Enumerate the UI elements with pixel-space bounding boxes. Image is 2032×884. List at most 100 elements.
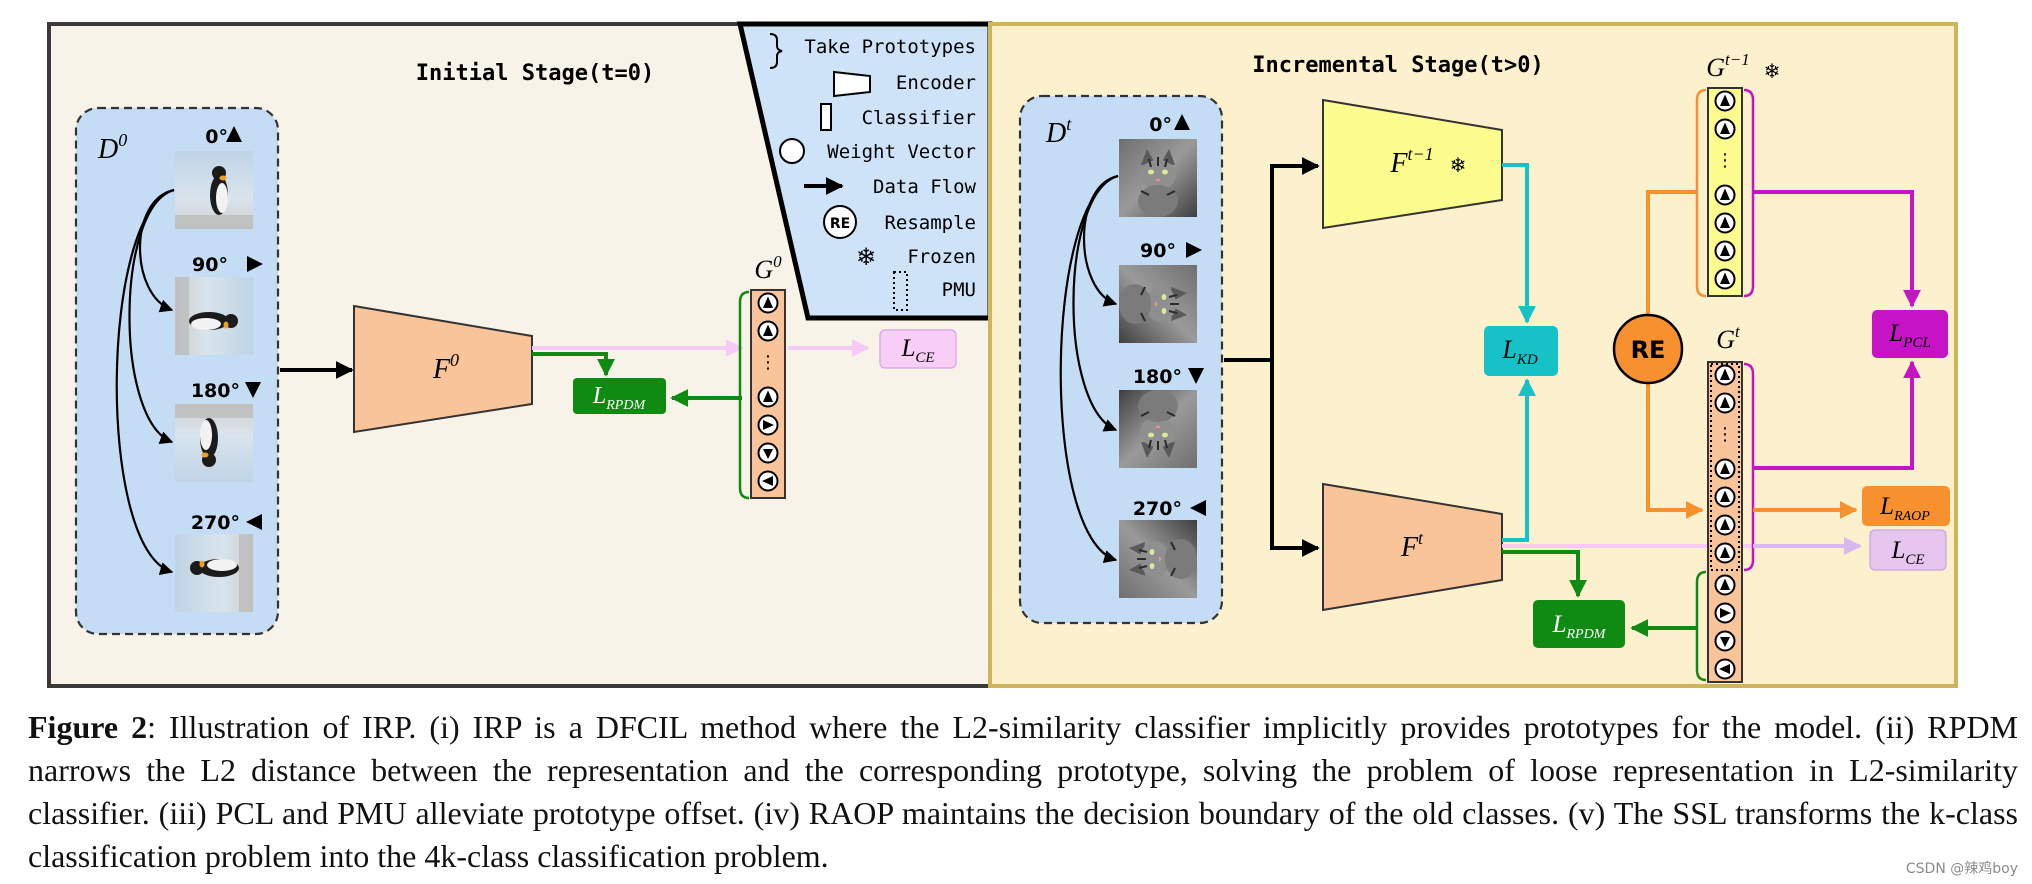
weight-vector-icon [1714,184,1736,206]
initial-stage-title: Initial Stage(t=0) [416,61,654,86]
loss-ce-label: LCE [900,335,934,366]
rotation-left-icon [246,514,262,530]
resample-flow-arrow [1646,380,1704,519]
resample-flow [1646,190,1697,318]
weight-vector-icon [1714,458,1736,480]
rotation-label: 270° [191,512,240,534]
brace-icon [769,33,783,69]
penguin-image-180 [175,404,253,482]
loss-kd-label: LKD [1501,335,1537,368]
weight-vector-icon [757,414,779,436]
caption-text: : Illustration of IRP. (i) IRP is a DFCI… [28,709,2019,874]
cat-image-180 [1118,389,1198,469]
weight-vector-icon [1714,658,1736,680]
legend-label: Resample [884,212,976,234]
legend-label: PMU [942,279,976,301]
resample-node: RE [1612,313,1684,385]
take-prototypes-brace [738,290,750,500]
pcl-flow-arrow [1753,360,1921,470]
augment-arrow [1059,174,1119,563]
snowflake-icon: ❄ [856,243,876,271]
loss-raop: LRAOP [1862,486,1950,526]
loss-ce-initial: LCE [879,329,957,369]
classifier-g0-label: G0 [754,252,782,284]
rotation-up-icon [1174,114,1190,130]
legend: Take Prototypes Encoder Classifier Weigh… [736,21,993,321]
dataset-d0-label: D0 [97,130,127,165]
data-flow-arrow [1270,360,1320,557]
weight-vector-icon [1714,392,1736,414]
encoder-ft: Ft [1322,482,1503,612]
classifier-icon [820,103,832,131]
legend-label: Weight Vector [827,141,976,163]
weight-vector-icon [1714,364,1736,386]
weight-vector-icon [757,292,779,314]
rpdm-flow-arrow [532,352,615,377]
loss-rpdm-label: LRPDM [1552,611,1607,642]
dataset-d0: D0 0° 90° 180° 270° [74,106,280,636]
take-prototypes-brace [1695,570,1707,682]
encoder-ft-label: Ft [1400,528,1424,563]
irp-diagram: Initial Stage(t=0) D0 0° 90° 180° 270° F… [47,21,1958,688]
weight-vector-icon [1714,514,1736,536]
loss-rpdm-label: LRPDM [592,383,647,413]
svg-text:⋮: ⋮ [1716,424,1734,445]
classifier-gt-1-label: Gt−1 [1706,50,1749,82]
loss-rpdm-incremental: LRPDM [1533,600,1625,648]
rotation-up-icon [226,126,242,142]
weight-vector-icon [1714,118,1736,140]
caption-label: Figure 2 [28,709,148,745]
penguin-image-270 [175,534,253,612]
classifier-gt: Gt ⋮ [1695,322,1755,683]
rotation-down-icon [1188,368,1204,384]
weight-vector-icon [1714,602,1736,624]
rpdm-flow-arrow [1502,550,1587,598]
rotation-label: 180° [191,380,240,402]
incremental-stage-title: Incremental Stage(t>0) [1252,53,1543,78]
encoder-ft-1-label: Ft−1 [1389,144,1433,179]
classifier-gt-label: Gt [1716,322,1741,354]
dataset-dt: Dt 0° 90° 180° 270° [1018,94,1224,625]
weight-vector-icon [757,470,779,492]
weight-vector-icon [757,442,779,464]
pmu-region [1710,363,1740,571]
svg-text:RE: RE [830,216,850,232]
cat-image-270 [1118,519,1198,599]
cat-image-90 [1118,264,1198,344]
snowflake-icon: ❄ [1450,153,1467,177]
watermark: CSDN @辣鸡boy [1905,861,2018,877]
rotation-right-icon [1186,242,1202,258]
dataset-dt-label: Dt [1045,114,1072,149]
loss-kd: LKD [1484,326,1558,376]
legend-label: Take Prototypes [804,36,976,58]
loss-ce-incremental: LCE [1869,529,1947,571]
snowflake-icon: ❄ [1764,59,1781,83]
rotation-right-icon [247,256,263,272]
rotation-left-icon [1190,500,1206,516]
augment-arrow [115,188,175,575]
loss-ce-label: LCE [1890,537,1924,568]
figure-caption: Figure 2: Illustration of IRP. (i) IRP i… [28,706,2018,878]
weight-vector-icon [1714,630,1736,652]
loss-raop-label: LRAOP [1879,493,1930,524]
penguin-image-0 [175,151,253,229]
svg-text:⋮: ⋮ [1716,150,1734,171]
legend-label: Encoder [896,72,976,94]
encoder-f0-label: F0 [432,350,459,385]
rotation-label: 90° [1140,240,1176,262]
pmu-icon [893,271,908,311]
rotation-label: 0° [1149,114,1172,136]
svg-text:⋮: ⋮ [759,352,777,373]
loss-pcl: LPCL [1872,310,1948,358]
cat-image-0 [1118,138,1198,218]
kd-flow-arrow [1502,163,1536,324]
loss-rpdm-initial: LRPDM [573,378,666,414]
weight-vector-icon [757,386,779,408]
rotation-label: 90° [192,254,228,276]
weight-vector-icon [1714,212,1736,234]
pcl-flow-arrow [1753,190,1921,308]
legend-label: Frozen [907,246,976,268]
kd-flow-arrow [1502,378,1536,542]
encoder-f0: F0 [353,304,533,434]
weight-vector-icon [1714,268,1736,290]
